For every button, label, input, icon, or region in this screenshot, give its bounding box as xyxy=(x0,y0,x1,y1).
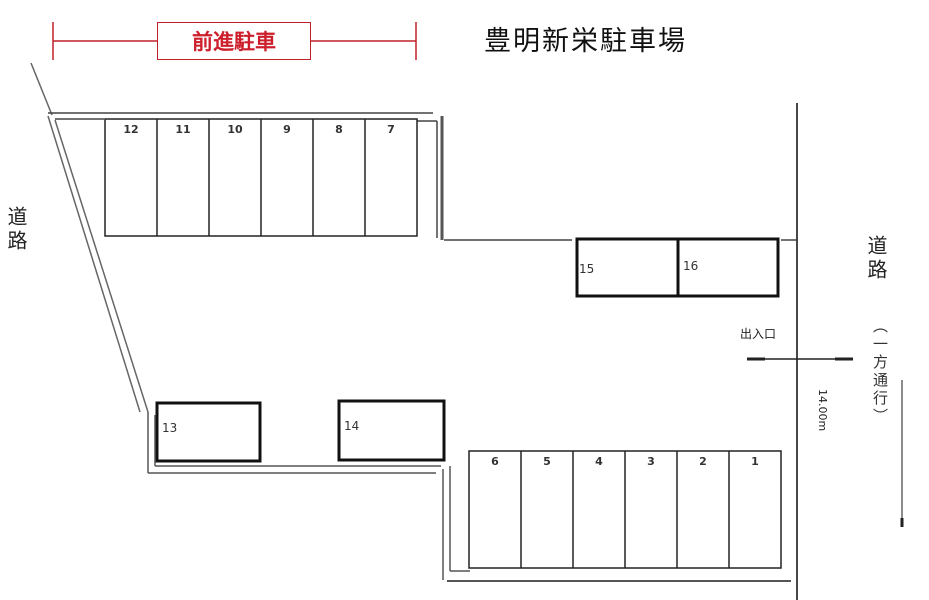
slot-6-number: 6 xyxy=(491,455,499,468)
entrance-label: 出入口 xyxy=(740,327,777,341)
top-row-slots xyxy=(104,118,418,237)
slots-13-14 xyxy=(155,399,446,463)
slot-11-number: 11 xyxy=(175,123,191,136)
forward-parking-bracket xyxy=(52,22,417,60)
forward-parking-label: 前進駐車 xyxy=(157,22,311,60)
slot-8-number: 8 xyxy=(335,123,343,136)
bottom-row-slots xyxy=(468,450,782,569)
left-road-label: 道路 xyxy=(4,206,28,254)
top-boundary xyxy=(48,112,797,241)
slot-7-number: 7 xyxy=(387,123,395,136)
slot-1-number: 1 xyxy=(751,455,759,468)
slot-4-number: 4 xyxy=(595,455,603,468)
slot-15-number: 15 xyxy=(579,262,595,276)
one-way-label: （一方通行） xyxy=(871,318,889,426)
slot-3-number: 3 xyxy=(647,455,655,468)
slot-5-number: 5 xyxy=(543,455,551,468)
slot-16-number: 16 xyxy=(683,259,699,273)
slot-9-number: 9 xyxy=(283,123,291,136)
slot-10-number: 10 xyxy=(227,123,243,136)
road-width-dimension: 14.00m xyxy=(816,389,829,432)
page-title: 豊明新栄駐車場 xyxy=(484,26,687,57)
slots-15-16 xyxy=(575,237,780,298)
right-road-label: 道路 xyxy=(864,235,888,283)
slot-14-number: 14 xyxy=(344,419,360,433)
lower-boundary xyxy=(147,412,791,582)
left-boundary xyxy=(30,62,149,413)
slot-2-number: 2 xyxy=(699,455,707,468)
slot-12-number: 12 xyxy=(123,123,139,136)
slot-13-number: 13 xyxy=(162,421,178,435)
